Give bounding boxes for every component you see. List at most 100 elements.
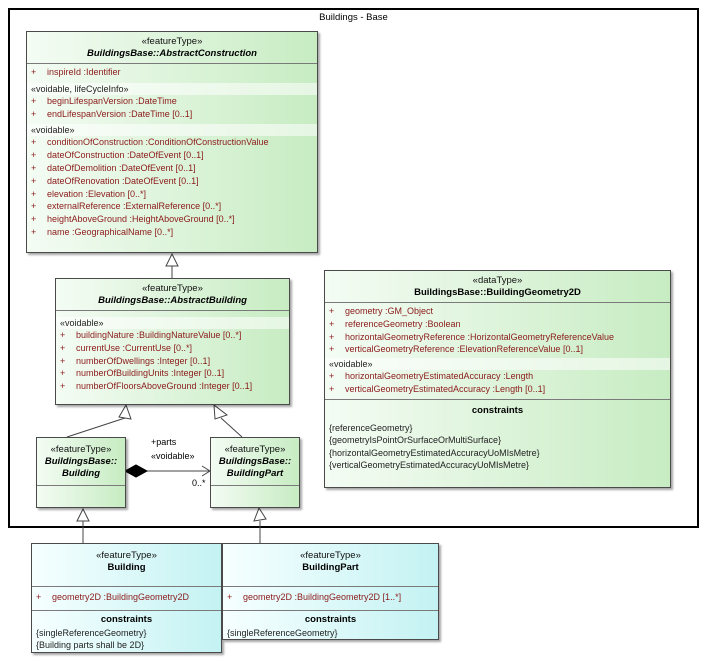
class-header: «featureType» BuildingsBase::AbstractCon… [27,32,317,64]
class-building[interactable]: «featureType» Building +geometry2D :Buil… [31,543,222,653]
visibility-marker: + [329,318,335,329]
class-name: BuildingPart [302,562,359,573]
constraints-title: constraints [100,613,153,625]
class-building-geometry-2d[interactable]: «dataType» BuildingsBase::BuildingGeomet… [324,270,671,488]
visibility-marker: + [31,95,37,106]
class-header: «featureType» BuildingsBase::AbstractBui… [56,279,289,311]
class-name: BuildingsBase::AbstractBuilding [98,295,247,306]
attribute-row[interactable]: + endLifespanVersion :DateTime [0..1] [27,108,317,121]
attribute-row[interactable]: +geometry2D :BuildingGeometry2D [32,591,221,604]
attribute-row[interactable]: +dateOfDemolition :DateOfEvent [0..1] [27,162,317,175]
attribute-section: +geometry2D :BuildingGeometry2D [32,587,221,611]
attribute-section: «voidable» +buildingNature :BuildingNatu… [56,311,289,396]
composition-diamond [123,464,149,478]
attribute-row[interactable]: + geometry :GM_Object [325,305,670,318]
attribute-row[interactable]: +externalReference :ExternalReference [0… [27,200,317,213]
constraint-row: {Building parts shall be 2D} [36,640,145,651]
visibility-marker: + [227,592,233,602]
package-title: Buildings - Base [319,12,388,23]
attribute-text: geometry2D :BuildingGeometry2D [52,592,190,602]
attribute-text: buildingNature :BuildingNatureValue [0..… [76,330,242,340]
attribute-text: conditionOfConstruction :ConditionOfCons… [47,137,269,148]
association-stereotype-label: «voidable» [151,451,195,461]
attribute-group-label: «voidable, lifeCycleInfo» [27,82,317,95]
attribute-text: elevation :Elevation [0..*] [47,188,147,199]
attribute-row[interactable]: + geometry2D :BuildingGeometry2D [1..*] [223,591,438,604]
attribute-row[interactable]: + horizontalGeometryReference :Horizontal… [325,331,670,344]
attribute-row[interactable]: + buildingNature :BuildingNatureValue [0.… [56,329,289,342]
visibility-marker: + [329,331,335,342]
attribute-text: numberOfFloorsAboveGround :Integer [0..1… [76,381,253,392]
constraints-section: constraints {singleReferenceGeometry} {B… [32,611,221,652]
class-name: Building [107,562,146,573]
attribute-text: numberOfDwellings :Integer [0..1] [76,355,211,366]
class-name-line2: Building [62,468,100,479]
generalization-arrowhead-bb-buildingpart [253,506,267,522]
attribute-text: horizontalGeometryReference :HorizontalG… [345,331,614,342]
attribute-section: +inspireId :Identifier «voidable, lifeCy… [27,64,317,242]
attribute-row[interactable]: + conditionOfConstruction :ConditionOfCon… [27,136,317,149]
class-name-line2: BuildingPart [226,468,284,479]
visibility-marker: + [329,306,335,316]
class-stereotype: «featureType» [50,444,112,455]
attribute-text: dateOfRenovation :DateOfEvent [0..1] [47,175,199,186]
visibility-marker: + [60,330,66,340]
constraint-row: {referenceGeometry} [329,422,413,433]
visibility-marker: + [60,355,66,366]
attribute-row[interactable]: +elevation :Elevation [0..*] [27,188,317,201]
class-stereotype: «featureType» [300,550,361,561]
attribute-group-label: «voidable» [27,124,317,137]
visibility-marker: + [60,368,66,379]
attribute-row[interactable]: + currentUse :CurrentUse [0..*] [56,342,289,355]
attribute-text: geometry :GM_Object [345,306,434,316]
attribute-row[interactable]: +dateOfRenovation :DateOfEvent [0..1] [27,175,317,188]
constraints-section: constraints {singleReferenceGeometry} [223,611,438,639]
class-name: BuildingsBase::BuildingGeometry2D [414,287,581,298]
attribute-text: currentUse :CurrentUse [0..*] [76,342,193,353]
attribute-row[interactable]: +verticalGeometryEstimatedAccuracy :Leng… [325,383,670,396]
attribute-text: geometry2D :BuildingGeometry2D [1..*] [243,592,402,602]
attribute-text: dateOfDemolition :DateOfEvent [0..1] [47,162,196,173]
generalization-arrowhead-abstractbuilding-left [118,403,132,420]
visibility-marker: + [31,108,37,119]
attribute-row[interactable]: +referenceGeometry :Boolean [325,318,670,331]
attribute-row[interactable]: +horizontalGeometryEstimatedAccuracy :Le… [325,370,670,383]
attribute-row[interactable]: +verticalGeometryReference :ElevationRef… [325,343,670,356]
attribute-row[interactable]: + numberOfDwellings :Integer [0..1] [56,355,289,368]
visibility-marker: + [60,381,66,392]
constraint-row: {verticalGeometryEstimatedAccuracyUoMIsM… [329,460,530,471]
generalization-arrowhead-abstractbuilding-right [213,403,229,420]
attribute-text: endLifespanVersion :DateTime [0..1] [47,108,193,119]
attribute-text: horizontalGeometryEstimatedAccuracy :Len… [345,371,534,382]
constraints-title: constraints [471,404,524,416]
generalization-arrowhead-bb-building [76,507,90,522]
attribute-text: verticalGeometryEstimatedAccuracy :Lengt… [345,383,546,394]
class-abstract-building[interactable]: «featureType» BuildingsBase::AbstractBui… [55,278,290,405]
attribute-row[interactable]: + numberOfFloorsAboveGround :Integer [0..… [56,380,289,393]
attribute-row[interactable]: +heightAboveGround :HeightAboveGround [0… [27,213,317,226]
attribute-section: + geometry :GM_Object +referenceGeometry … [325,303,670,400]
class-bb-buildingpart[interactable]: «featureType» BuildingsBase:: BuildingPa… [210,437,300,508]
visibility-marker: + [31,137,37,148]
visibility-marker: + [31,214,37,225]
class-stereotype: «featureType» [142,283,203,294]
class-bb-building[interactable]: «featureType» BuildingsBase:: Building [36,437,126,508]
attribute-row[interactable]: +inspireId :Identifier [27,66,317,79]
constraint-row: {singleReferenceGeometry} [227,627,338,638]
attribute-row[interactable]: +dateOfConstruction :DateOfEvent [0..1] [27,149,317,162]
attribute-section: + geometry2D :BuildingGeometry2D [1..*] [223,587,438,611]
constraints-title: constraints [304,613,357,625]
attribute-row[interactable]: +name :GeographicalName [0..*] [27,226,317,239]
class-abstract-construction[interactable]: «featureType» BuildingsBase::AbstractCon… [26,31,318,253]
attribute-row[interactable]: +beginLifespanVersion :DateTime [27,95,317,108]
class-buildingpart[interactable]: «featureType» BuildingPart + geometry2D :… [222,543,439,640]
association-role-label: +parts [151,437,177,447]
class-header: «featureType» BuildingsBase:: BuildingPa… [211,438,299,486]
visibility-marker: + [60,342,66,353]
attribute-row[interactable]: +numberOfBuildingUnits :Integer [0..1] [56,367,289,380]
attribute-group-label: «voidable» [325,358,670,371]
constraint-row: {singleReferenceGeometry} [36,627,147,638]
class-name-line1: BuildingsBase:: [218,456,292,467]
constraint-row: {geometryIsPointOrSurfaceOrMultiSurface} [329,435,502,446]
